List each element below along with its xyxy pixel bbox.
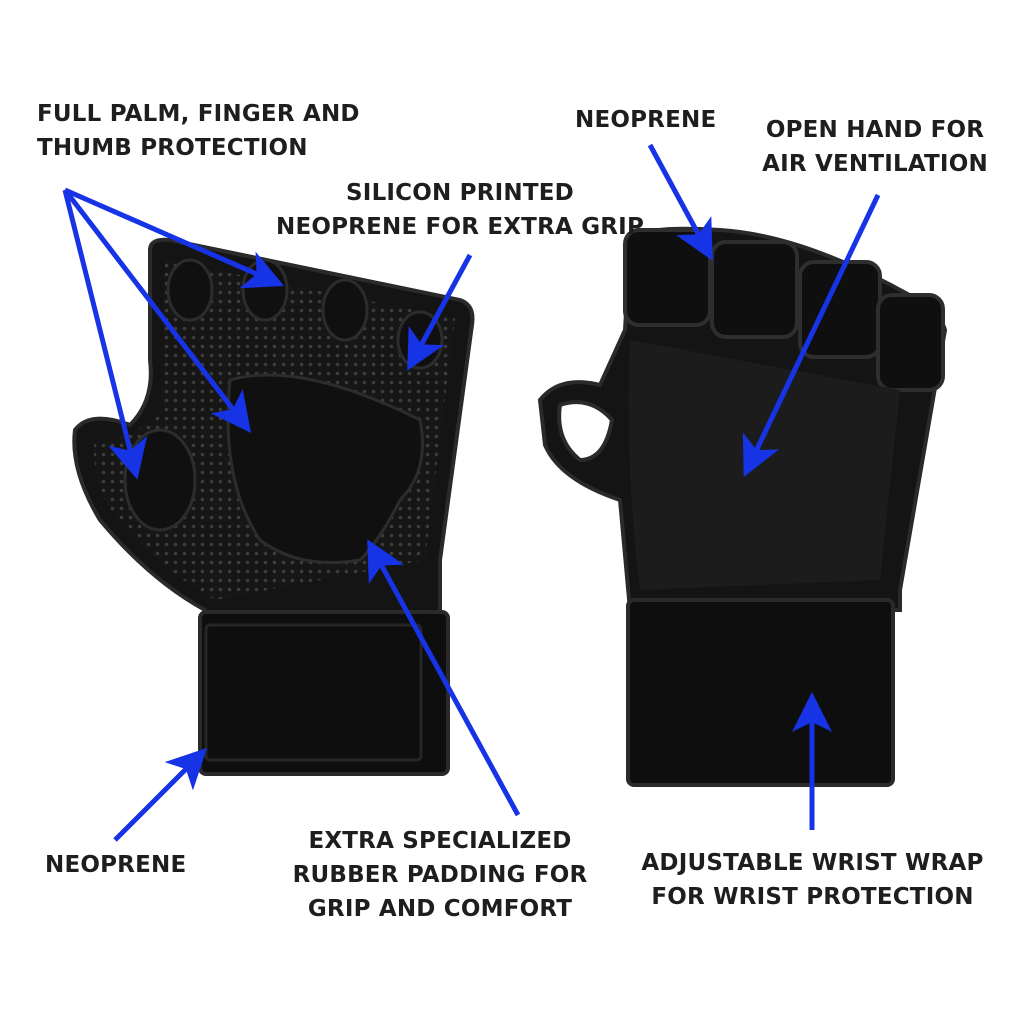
left-wrist-wrap xyxy=(198,610,450,776)
label-neoprene-bottom: NEOPRENE xyxy=(45,852,187,878)
right-wrist-wrap xyxy=(626,598,895,787)
label-open-hand: OPEN HAND FOR AIR VENTILATION xyxy=(762,117,988,177)
label-neoprene-top: NEOPRENE xyxy=(575,107,717,133)
arrow-to-rubber-padding xyxy=(367,539,521,817)
label-full-palm: FULL PALM, FINGER AND THUMB PROTECTION xyxy=(37,101,360,161)
label-silicon: SILICON PRINTED NEOPRENE FOR EXTRA GRIP xyxy=(276,180,644,240)
arrow-to-neoprene-bottom xyxy=(113,747,208,842)
arrow-to-neoprene-top xyxy=(647,143,713,261)
arrow-to-fingers xyxy=(63,187,285,289)
label-rubber-padding: EXTRA SPECIALIZED RUBBER PADDING FOR GRI… xyxy=(292,828,588,922)
arrow-to-silicon xyxy=(407,253,473,371)
arrow-to-open-hand xyxy=(742,193,881,478)
right-glove-back-view xyxy=(537,226,948,787)
label-wrist-wrap: ADJUSTABLE WRIST WRAP FOR WRIST PROTECTI… xyxy=(641,850,984,910)
annotation-arrows xyxy=(62,143,881,842)
arrow-to-thumb xyxy=(62,189,148,480)
arrow-to-palm xyxy=(63,188,252,433)
left-glove-palm-view xyxy=(72,237,475,776)
